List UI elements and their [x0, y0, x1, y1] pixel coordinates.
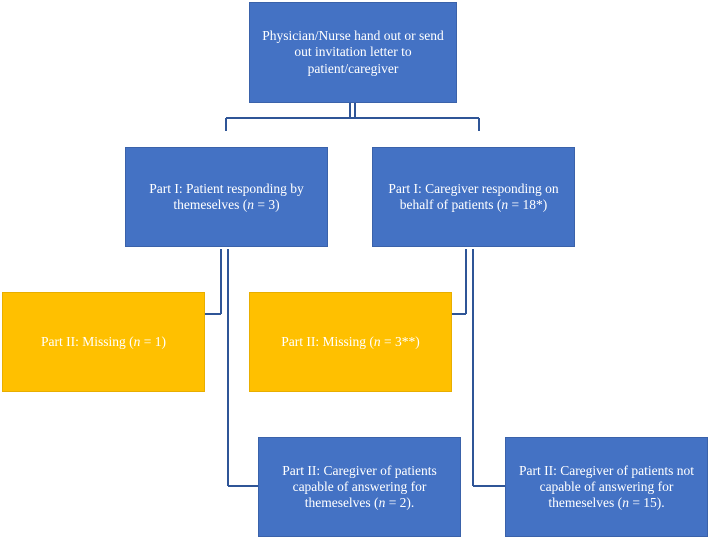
- root-node-text: Physician/Nurse hand out or send out inv…: [262, 28, 444, 76]
- patient-part2-text: Part II: Caregiver of patients capable o…: [282, 462, 437, 511]
- caregiver-part2-node: Part II: Caregiver of patients not capab…: [505, 437, 708, 537]
- patient-missing-text: Part II: Missing (n = 1): [41, 333, 166, 349]
- caregiver-part1-node: Part I: Caregiver responding on behalf o…: [372, 147, 575, 247]
- patient-part2-node: Part II: Caregiver of patients capable o…: [258, 437, 461, 537]
- caregiver-missing-node: Part II: Missing (n = 3**): [249, 292, 452, 392]
- caregiver-part1-text: Part I: Caregiver responding on behalf o…: [388, 180, 559, 212]
- patient-missing-node: Part II: Missing (n = 1): [2, 292, 205, 392]
- root-node: Physician/Nurse hand out or send out inv…: [249, 2, 457, 103]
- caregiver-part2-text: Part II: Caregiver of patients not capab…: [518, 462, 695, 511]
- patient-part1-text: Part I: Patient responding by themeselve…: [149, 180, 304, 212]
- patient-part1-node: Part I: Patient responding by themeselve…: [125, 147, 328, 247]
- caregiver-missing-text: Part II: Missing (n = 3**): [281, 333, 420, 349]
